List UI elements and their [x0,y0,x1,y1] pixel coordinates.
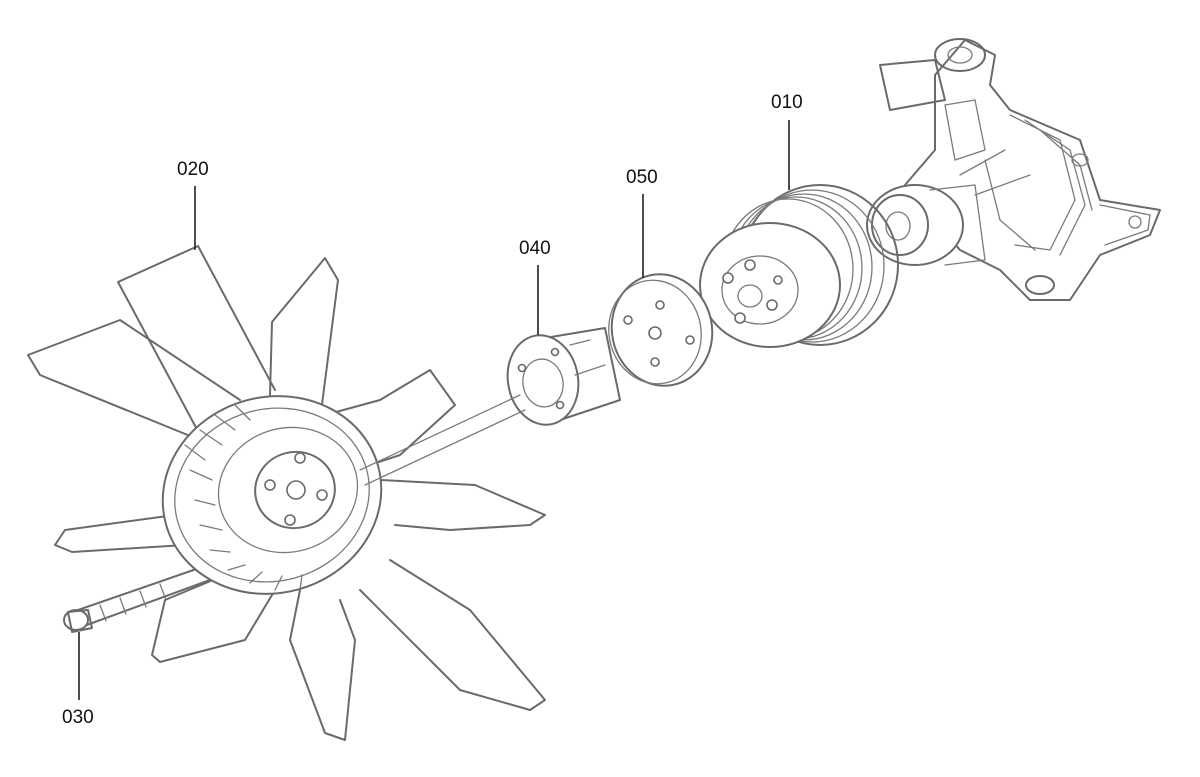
water-pump-hub [866,184,986,266]
leader-lines [78,120,790,700]
callout-label-030: 030 [62,707,94,728]
plate [608,273,714,387]
spacer [506,327,621,426]
callout-label-050: 050 [626,167,658,188]
callout-label-040: 040 [519,238,551,259]
callout-label-020: 020 [177,159,209,180]
fan-pulley [699,184,899,348]
bolt [63,565,211,633]
callout-label-010: 010 [771,92,803,113]
cooling-fan [27,245,546,741]
